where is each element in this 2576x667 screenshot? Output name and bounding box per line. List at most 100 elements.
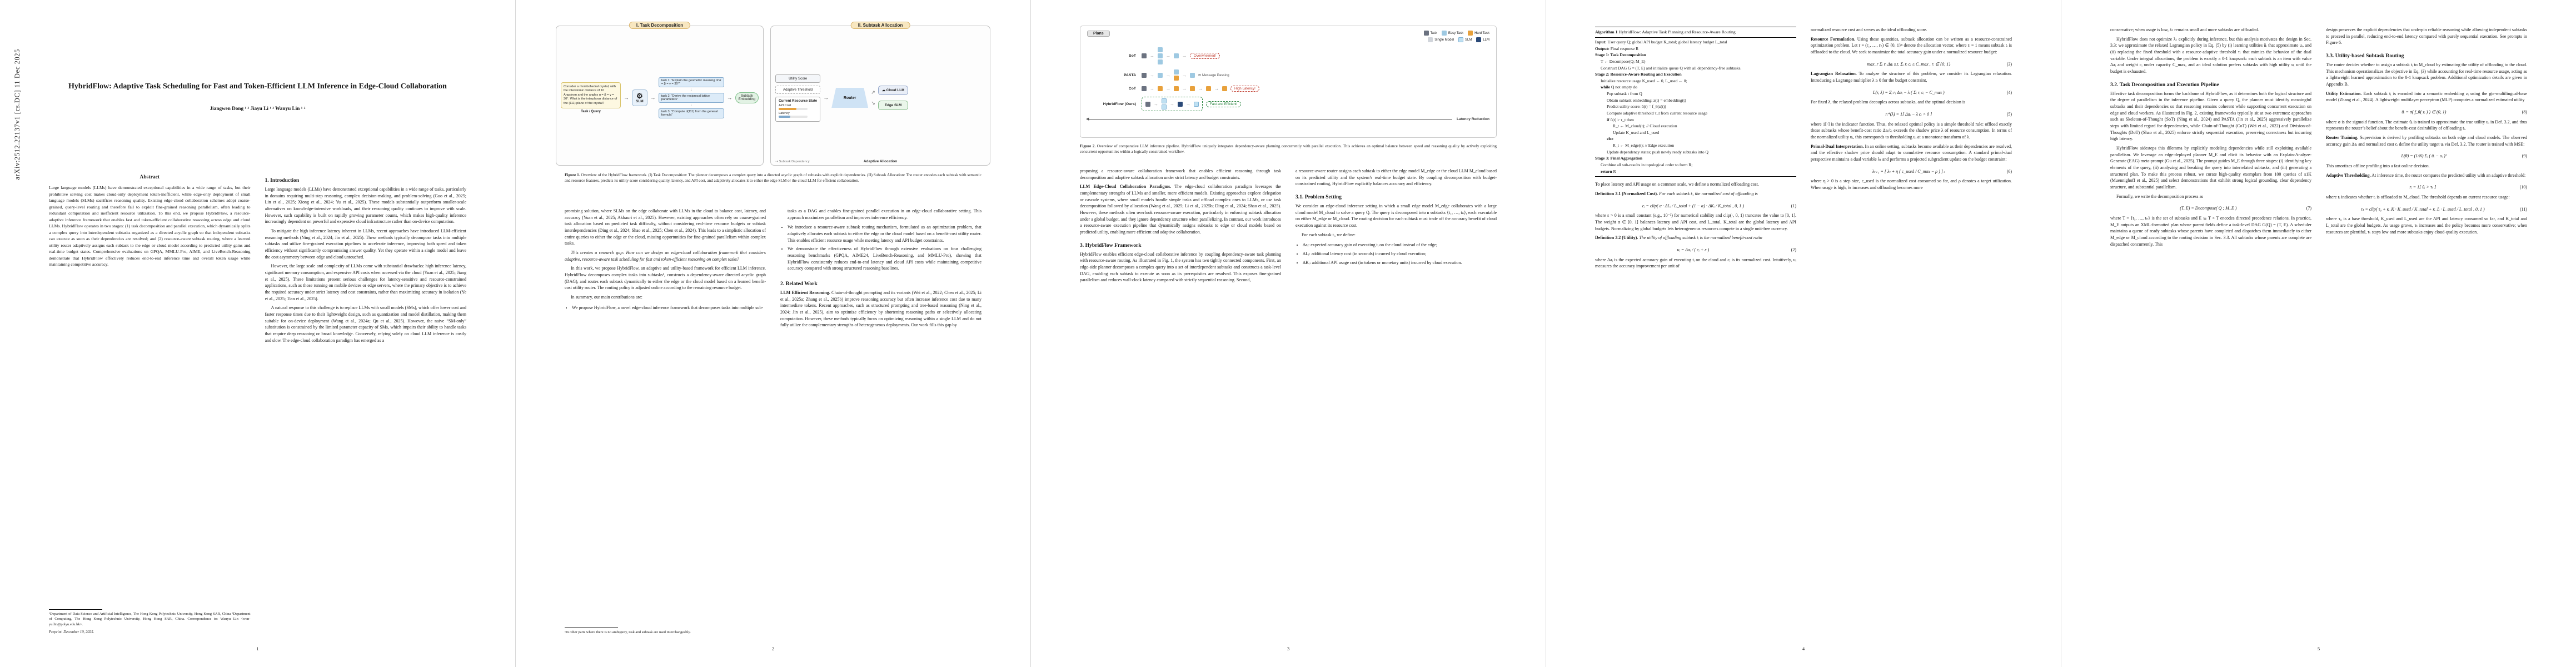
contributions-lead: In summary, our main contributions are: [571,295,642,300]
paragraph: LLM Edge-Cloud Collaboration Paradigms. … [1080,184,1281,235]
algorithm-line: Update K_used and L_used [1613,130,1660,135]
page5-left-column: conservative; when usage is low, λₜ rema… [2110,27,2311,635]
fig1-dependency-legend: ⇢ Subtask Dependency [775,160,810,163]
section-hybridflow-framework: 3. HybridFlow Framework [1080,242,1142,248]
paragraph: where rᵢ indicates whether tᵢ is offload… [2326,195,2510,200]
fig1-query-label: Task / Query [581,110,601,114]
title-block: HybridFlow: Adaptive Task Scheduling for… [39,81,476,111]
easy-task-square-icon [1441,31,1447,36]
fig1-slm-planner: ⚙ SLM [632,89,647,106]
latency-reduction-label: Latency Reduction [1457,117,1489,121]
page4-columns: Algorithm 1 HybridFlow: Adaptive Task Pl… [1595,27,2012,635]
fig2-plans-header: Plans [1087,31,1110,37]
footnote-block: ¹Department of Data Science and Artifici… [49,605,251,635]
legend-hard-task: Hard Task [1468,31,1489,36]
legend-single-model: Single Model [1428,37,1454,42]
equation-1: cᵢ = clip( α · ΔLᵢ / L_total + (1 − α) ·… [1642,203,1796,208]
equation-10: rᵢ = 1[ ûᵢ > τₜ ](10) [2409,185,2527,190]
page-number: 1 [256,646,259,651]
page3-right-column: a resource-aware router assigns each sub… [1296,168,1497,635]
page-1: arXiv:2512.22137v1 [cs.DC] 11 Dec 2025 H… [0,0,515,667]
footnote-rule [49,609,102,610]
figure-2: Plans Task Easy Task Hard Task Single Mo… [1080,26,1497,138]
algorithm-line: Update dependency states; push newly rea… [1607,149,1708,155]
contribution-item: We propose HybridFlow, a novel edge-clou… [572,305,766,311]
runin-primal-dual: Primal-Dual Interpretation. [1811,143,1864,149]
fig1-panel-task-decomposition: I. Task Decomposition Consider a rhomboh… [556,22,764,166]
page1-right-column: 1. Introduction Large language models (L… [265,173,467,635]
cost-definition-item: ΔLᵢ: additional latency cost (in seconds… [1303,251,1497,257]
paragraph: a resource-aware router assigns each sub… [1296,168,1497,187]
cost-definition-item: ΔKᵢ: additional API usage cost (in token… [1303,260,1497,266]
paragraph: LLM Efficient Reasoning. Chain-of-though… [780,290,981,328]
paragraph: Utility Estimation. Each subtask tᵢ is e… [2326,91,2527,103]
task-square-icon [1142,53,1147,58]
paragraph: Primal-Dual Interpretation. In an online… [1811,143,2012,162]
arrow-icon: → [624,94,629,101]
algorithm-line: else [1607,136,1613,142]
paragraph: Resource Formulation. Using these quanti… [1811,36,2012,55]
algorithm-line: Stage 1: Task Decomposition [1595,52,1646,58]
algorithm-line: Stage 3: Final Aggregation [1595,156,1643,161]
fig1-slm-label: SLM [636,99,644,103]
paragraph: where T = {t₁, …, tₙ} is the set of subt… [2110,216,2311,247]
paragraph: The router decides whether to assign a s… [2326,62,2527,87]
paragraph: where 1[·] is the indicator function. Th… [1811,121,2012,140]
paragraph: In this work, we propose HybridFlow, an … [565,266,766,291]
task-square-icon [1423,31,1429,36]
page5-columns: conservative; when usage is low, λₜ rema… [2110,27,2527,635]
arrow-icon: → [823,94,829,101]
footnote-block: ¹In other parts where there is no ambigu… [565,623,766,635]
algorithm-line: Stage 2: Resource-Aware Routing and Exec… [1595,72,1682,77]
arrow-up-icon: ↗ [871,89,875,95]
paragraph: For fixed λ, the relaxed problem decoupl… [1811,99,1966,105]
arrow-icon: → [726,94,733,101]
algorithm-line: R_t ← M_cloud(t); // Cloud execution [1613,123,1677,129]
latency-bar [779,115,808,118]
algorithm-body: Input: User query Q; global API budget K… [1595,39,1796,175]
page2-left-column: promising solution, where SLMs on the ed… [565,208,766,635]
paragraph: A natural response to this challenge is … [265,305,467,343]
algorithm-line: Construct DAG G = (T, E) and initialize … [1601,65,1742,71]
hybridflow-pipeline-highlight: → →→ [1142,97,1203,111]
paragraph: HybridFlow enables efficient edge-cloud … [1080,251,1281,283]
terminology-footnote: ¹In other parts where there is no ambigu… [565,630,691,634]
section-utility-routing: 3.3. Utility-based Subtask Routing [2326,53,2404,59]
definition-3-2: Definition 3.2 (Utility). The utility of… [1595,235,1762,241]
section-problem-setting: 3.1. Problem Setting [1296,194,1342,201]
fig1-latency-label: Latency [779,111,790,115]
down-arrow-icon: ↓ [690,88,692,92]
affiliation-footnote: ¹Department of Data Science and Artifici… [49,612,251,626]
algorithm-line: T ← Decompose(Q; M_E) [1601,58,1646,64]
page-3: Plans Task Easy Task Hard Task Single Mo… [1030,0,1546,667]
page3-left-column: proposing a resource-aware collaboration… [1080,168,1281,635]
runin-llm-efficient-reasoning: LLM Efficient Reasoning. [780,290,830,296]
runin-router-training: Router Training. [2326,135,2359,141]
algorithm-line: Output: Final response R [1595,46,1639,51]
gear-icon: ⚙ [636,92,643,100]
paragraph: This amortizes offline profiling into a … [2326,163,2430,169]
preprint-note: Preprint. December 10, 2025. [49,630,94,634]
latency-arrow-line [1086,117,1452,121]
research-gap-paragraph: This creates a research gap: How can we … [565,250,766,262]
paragraph: Formally, we write the decomposition pro… [2116,193,2204,199]
runin-adaptive-thresholding: Adaptive Thresholding. [2326,172,2371,178]
slm-square-icon [1458,37,1463,42]
page-2: I. Task Decomposition Consider a rhomboh… [515,0,1030,667]
section-related-work: 2. Related Work [780,281,818,287]
page3-columns: proposing a resource-aware collaboration… [1080,168,1497,635]
figure-1: I. Task Decomposition Consider a rhomboh… [556,22,990,166]
fig1-panel1-title: I. Task Decomposition [629,22,691,29]
paragraph: where σ is the sigmoid function. The est… [2326,119,2527,131]
page4-left-column: Algorithm 1 HybridFlow: Adaptive Task Pl… [1595,27,1796,635]
paragraph: To place latency and API usage on a comm… [1595,182,1759,187]
equation-8: ûᵢ = σ( f_θ( zᵢ ) ) ∈ (0, 1)(8) [2401,109,2527,115]
runin-resource-formulation: Resource Formulation. [1811,36,1856,42]
contribution-item: We introduce a resource-aware subtask ro… [788,224,981,243]
paragraph: where η > 0 is a step size, c_used is th… [1811,178,2012,191]
message-passing-label: ✉ Message Passing [1198,73,1229,77]
fig1-task-1: task 1: “Explain the geometric meaning o… [658,77,724,88]
paragraph: We consider an edge-cloud inference sett… [1296,203,1497,228]
fig1-resource-state: Current Resource State API Cost Latency [775,96,821,122]
